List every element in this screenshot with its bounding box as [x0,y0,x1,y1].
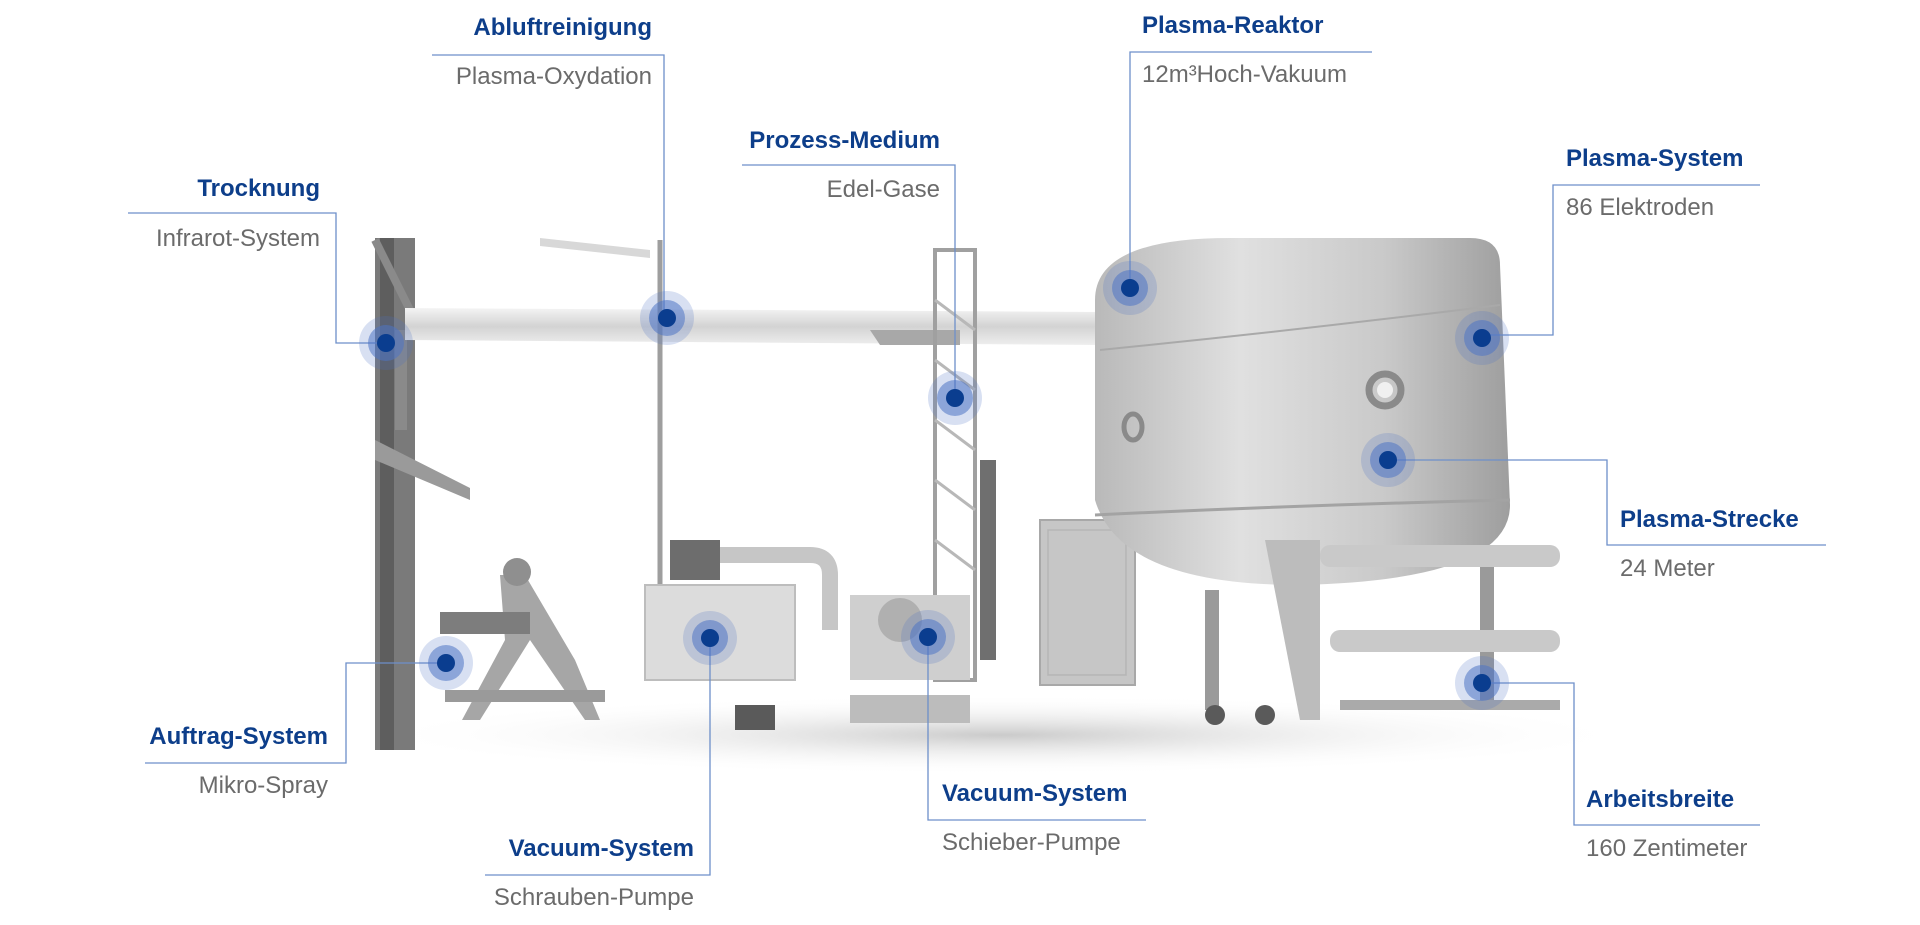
callout-subtitle: 12m³Hoch-Vakuum [1142,61,1347,88]
hotspot-trocknung[interactable] [359,316,413,370]
callout-title: Arbeitsbreite [1586,786,1735,813]
hotspot-plasma-strecke[interactable] [1361,433,1415,487]
callout-title: Prozess-Medium [749,127,940,154]
leader-plasma-strecke [1388,459,1826,546]
leader-lines [128,51,1826,876]
callout-title: Vacuum-System [942,780,1128,807]
callout-plasma-strecke: Plasma-Strecke 24 Meter [1620,505,1799,584]
hotspot-vacuum-schieber[interactable] [901,610,955,664]
callout-auftrag-system: Auftrag-System Mikro-Spray [149,722,328,801]
callout-subtitle: Plasma-Oxydation [455,63,652,90]
callout-title: Plasma-Reaktor [1142,12,1324,39]
callout-subtitle: Mikro-Spray [198,772,328,799]
leader-plasma-system [1482,184,1760,336]
callout-subtitle: 160 Zentimeter [1586,835,1748,862]
hotspot-prozess-medium[interactable] [928,371,982,425]
callout-subtitle: 86 Elektroden [1566,194,1715,221]
hotspot-markers [359,261,1509,710]
leader-abluftreinigung [432,54,665,318]
spray-applicator [440,558,605,720]
leader-plasma-reaktor [1129,51,1372,288]
vane-pump-unit [850,595,970,723]
callout-title: Plasma-System [1566,145,1744,172]
callout-trocknung: Trocknung Infrarot-System [156,174,320,254]
hotspot-plasma-system[interactable] [1455,311,1509,365]
hotspot-auftrag-system[interactable] [419,636,473,690]
callout-subtitle: 24 Meter [1620,555,1715,582]
callout-subtitle: Edel-Gase [826,176,940,203]
plasma-reactor-tank [1094,238,1511,585]
callout-subtitle: Schrauben-Pumpe [493,884,694,911]
leader-prozess-medium [742,164,956,398]
callout-vacuum-schrauben: Vacuum-System Schrauben-Pumpe [494,834,694,913]
callout-abluftreinigung: Abluftreinigung Plasma-Oxydation [456,13,652,92]
control-cabinet [1039,519,1136,686]
hotspot-plasma-reaktor[interactable] [1103,261,1157,315]
callout-title: Abluftreinigung [473,14,652,41]
callout-title: Vacuum-System [508,835,694,862]
callout-arbeitsbreite: Arbeitsbreite 160 Zentimeter [1586,785,1747,864]
callout-plasma-reaktor: Plasma-Reaktor 12m³Hoch-Vakuum [1142,11,1347,90]
callout-title: Auftrag-System [149,723,328,750]
callout-subtitle: Schieber-Pumpe [942,829,1121,856]
leader-trocknung [128,212,386,344]
callout-vacuum-schieber: Vacuum-System Schieber-Pumpe [942,779,1127,858]
leader-auftrag [145,662,446,764]
leader-vacuum-schieber [927,637,1146,821]
callout-title: Trocknung [197,175,320,202]
callout-prozess-medium: Prozess-Medium Edel-Gase [749,126,940,205]
callout-title: Plasma-Strecke [1620,506,1799,533]
hotspot-abluftreinigung[interactable] [640,291,694,345]
leader-vacuum-schrauben [485,638,711,876]
callout-plasma-system: Plasma-System 86 Elektroden [1566,144,1743,223]
callout-subtitle: Infrarot-System [155,225,320,252]
hotspot-arbeitsbreite[interactable] [1455,656,1509,710]
hotspot-vacuum-schrauben[interactable] [683,611,737,665]
leader-arbeitsbreite [1482,682,1760,826]
